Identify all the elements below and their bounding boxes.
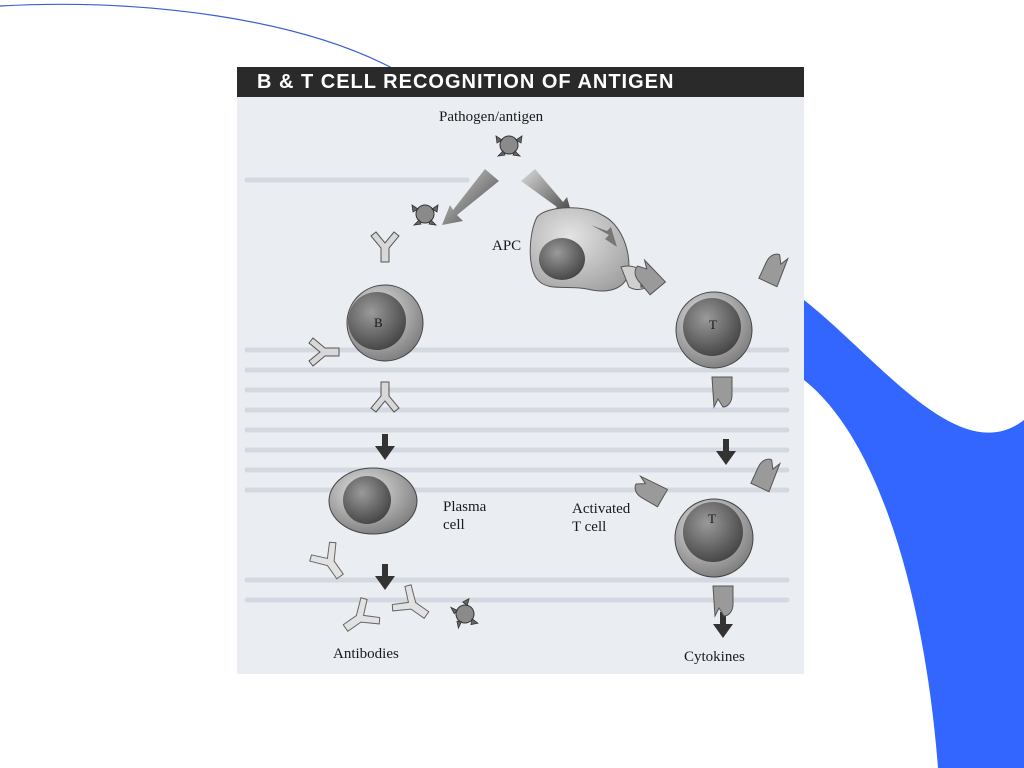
apc-label: APC (492, 238, 521, 254)
activated-t-cell-label-line2: T cell (572, 519, 606, 535)
pathogen-icon (495, 135, 523, 157)
plasma-cell-label-line1: Plasma (443, 499, 487, 515)
arrow-plasma-to-antibodies (375, 564, 395, 590)
pathogen-near-b-icon (411, 204, 439, 226)
plasma-cell-label-line2: cell (443, 517, 465, 533)
apc-cell (529, 207, 652, 292)
plasma-cell (328, 467, 418, 535)
antibodies-label: Antibodies (333, 646, 399, 662)
decor-right-swoosh (804, 300, 1024, 768)
antibodies-group (306, 538, 479, 642)
arrow-b-to-plasma (375, 434, 395, 460)
antigen-recognition-diagram: Pathogen/antigen B APC (244, 109, 791, 665)
decor-top-arc (0, 3, 393, 69)
pathogen-label: Pathogen/antigen (439, 109, 544, 125)
t-cell-label: T (709, 317, 717, 332)
arrow-to-b-cell (442, 169, 499, 225)
figure-title: B & T CELL RECOGNITION OF ANTIGEN (237, 67, 804, 97)
arrow-to-apc (521, 169, 573, 219)
cytokines-label: Cytokines (684, 649, 745, 665)
activated-t-cell (631, 455, 783, 617)
arrow-to-cytokines (713, 612, 733, 638)
figure-panel: Pathogen/antigen B APC (237, 67, 804, 674)
activated-t-cell-label-line1: Activated (572, 501, 631, 517)
b-cell-label: B (374, 315, 383, 330)
activated-t-cell-letter: T (708, 511, 716, 526)
arrow-t-to-activated (716, 439, 736, 465)
b-cell (308, 231, 424, 413)
t-cell (630, 250, 791, 408)
